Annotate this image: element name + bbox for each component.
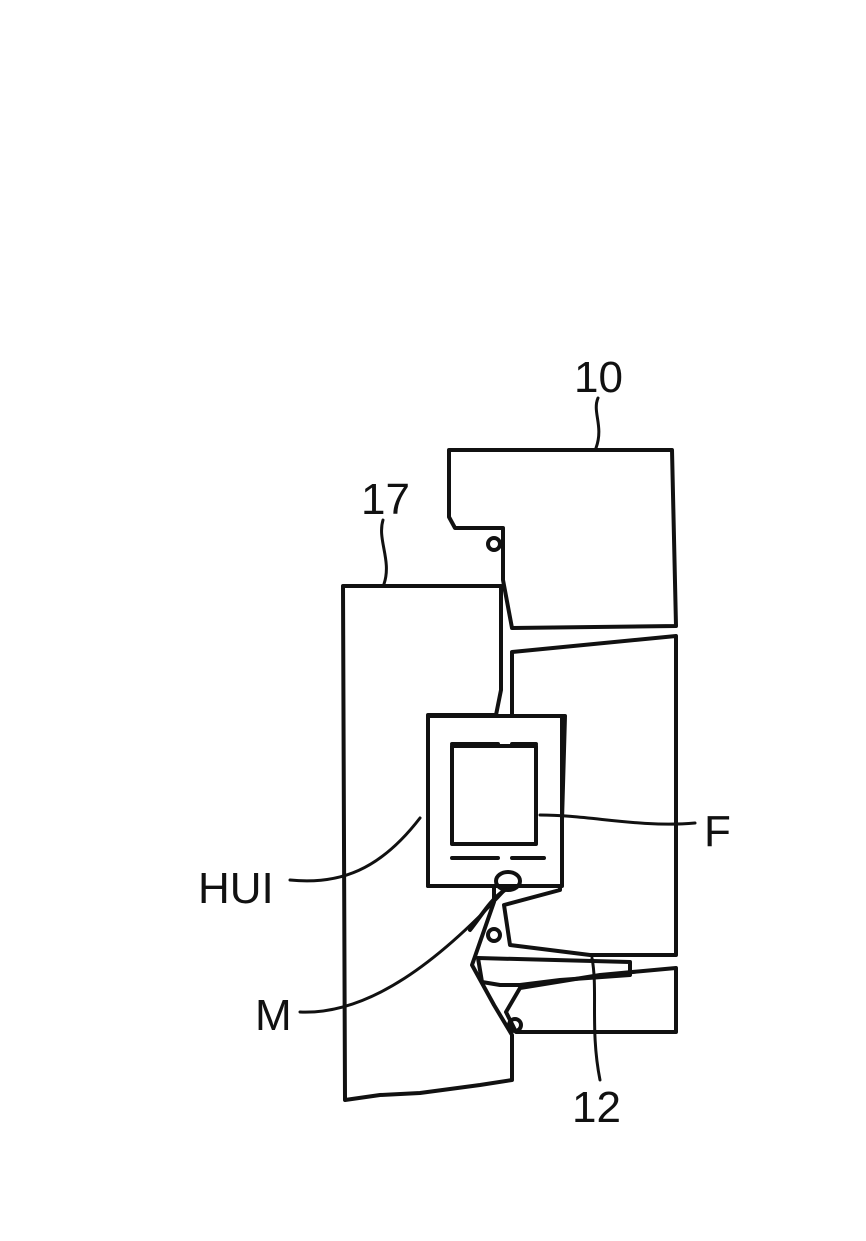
label-f: F [704,807,731,856]
seal-strip-12 [478,958,630,985]
leader-hui [290,818,420,881]
label-12: 12 [572,1083,621,1132]
knob-upper [488,538,500,550]
insulating-profile-hui [428,716,562,886]
frame-part-10 [449,450,676,628]
knob-lower [488,929,500,941]
leader-17 [382,520,387,584]
label-10: 10 [574,353,623,402]
label-hui: HUI [198,864,274,913]
label-17: 17 [361,475,410,524]
label-m: M [255,991,292,1040]
knob-bottom [509,1019,521,1031]
leader-10 [596,398,599,448]
leader-m [300,890,505,1012]
